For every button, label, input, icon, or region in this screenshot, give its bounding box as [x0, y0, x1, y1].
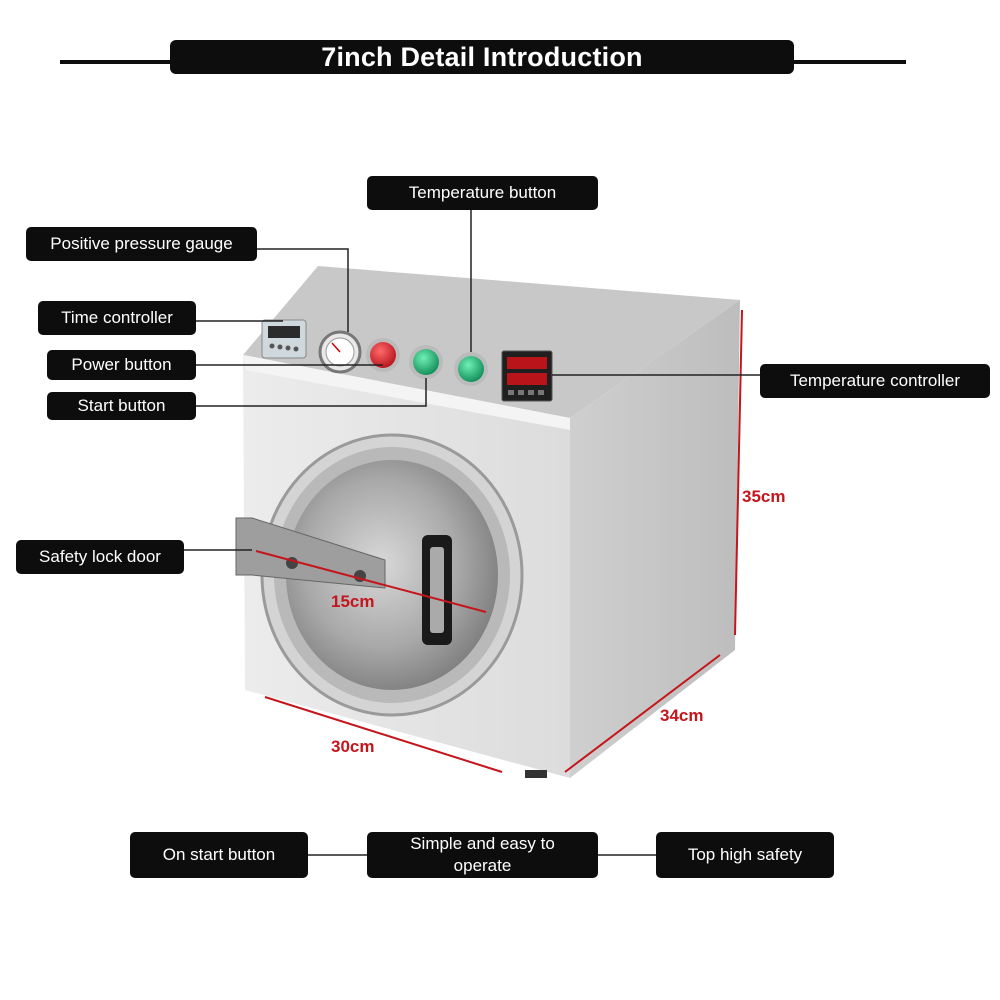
- callout-temperature-controller: Temperature controller: [760, 364, 990, 398]
- callout-start-button: Start button: [47, 392, 196, 420]
- feature-on-start-button: On start button: [130, 832, 308, 878]
- callout-temperature-button: Temperature button: [367, 176, 598, 210]
- leader-positive-pressure-gauge: [256, 248, 349, 332]
- door-diameter-label: 15cm: [331, 592, 375, 611]
- callout-safety-lock-door: Safety lock door: [16, 540, 184, 574]
- power-button-knob: [370, 342, 396, 368]
- height-dimension-line: [734, 309, 743, 636]
- door-diameter-line: [255, 550, 487, 613]
- feature-simple-operation: Simple and easy to operate: [367, 832, 598, 878]
- lock-arm: [235, 517, 386, 589]
- start-button-knob: [413, 349, 439, 375]
- temperature-button-knob: [458, 356, 484, 382]
- feature-top-high-safety: Top high safety: [656, 832, 834, 878]
- title-rule-right: [792, 60, 906, 64]
- machine-top: [243, 266, 740, 418]
- callout-power-button: Power button: [47, 350, 196, 380]
- page-title: 7inch Detail Introduction: [170, 40, 794, 74]
- machine-side: [570, 300, 740, 778]
- leader-start-button: [196, 378, 427, 407]
- time-controller-unit: [261, 319, 307, 359]
- callout-time-controller: Time controller: [38, 301, 196, 335]
- height-label: 35cm: [742, 487, 786, 506]
- depth-dimension-line: [564, 654, 721, 773]
- callout-positive-pressure-gauge: Positive pressure gauge: [26, 227, 257, 261]
- title-rule-left: [60, 60, 172, 64]
- width-label: 30cm: [331, 737, 375, 756]
- depth-label: 34cm: [660, 706, 704, 725]
- width-dimension-line: [264, 696, 503, 773]
